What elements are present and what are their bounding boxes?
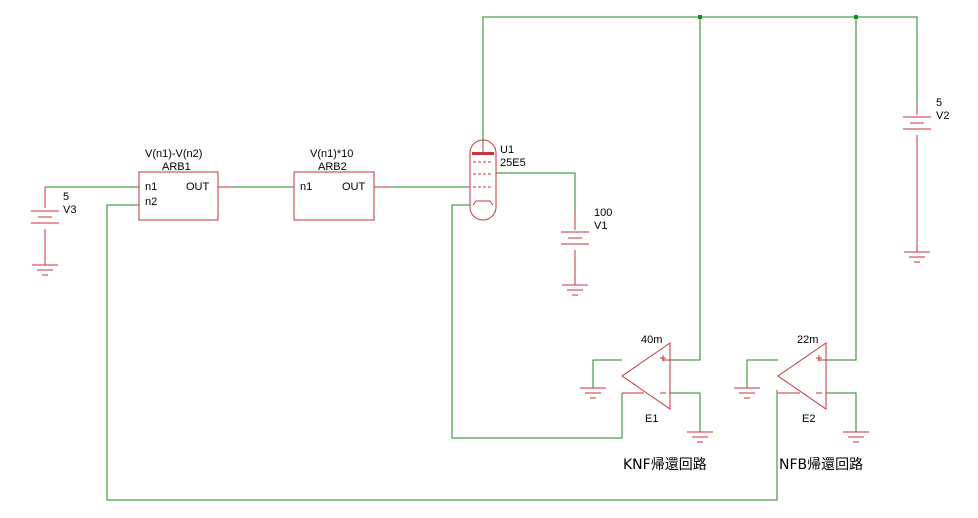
junction-dot: [854, 15, 858, 19]
arb2-expression: V(n1)*10: [310, 148, 353, 160]
wire-rail-to-e1: [670, 17, 701, 361]
e1-caption: KNF帰還回路: [623, 456, 707, 473]
e2-ref: E2: [802, 413, 815, 425]
arb1-block[interactable]: n1 n2 OUT V(n1)-V(n2) ARB1: [138, 148, 234, 221]
e1-ref: E1: [645, 413, 658, 425]
arb1-pin-out: OUT: [186, 181, 210, 193]
v3-ref: V3: [63, 204, 76, 216]
v2-ref: V2: [936, 110, 949, 122]
u1-ref: U1: [500, 144, 514, 156]
vcvs-e2[interactable]: 22m E2 NFB帰還回路: [734, 334, 869, 473]
u1-model: 25E5: [500, 157, 526, 169]
arb1-pin-n2: n2: [145, 196, 157, 208]
arb1-ref: ARB1: [162, 161, 191, 173]
wires: [45, 15, 918, 501]
wire-rail-to-e2: [826, 17, 857, 361]
e2-caption: NFB帰還回路: [779, 456, 863, 473]
arb1-pin-n1: n1: [145, 181, 157, 193]
arb2-pin-n1: n1: [300, 181, 312, 193]
v2-value: 5: [936, 97, 942, 109]
e1-gain: 40m: [641, 334, 662, 346]
wire-cathode-knf: [451, 204, 623, 439]
v3-value: 5: [63, 191, 69, 203]
wire-e1-out-gnd: [670, 392, 701, 432]
junction-dot: [698, 15, 702, 19]
vcvs-e1[interactable]: 40m E1 KNF帰還回路: [580, 334, 713, 473]
wire-e2-out-gnd: [826, 392, 857, 432]
voltage-source-v1[interactable]: 100 V1: [561, 207, 612, 296]
voltage-source-v2[interactable]: 5 V2: [903, 97, 949, 263]
wire-e2-neg-gnd: [746, 359, 778, 388]
arb1-expression: V(n1)-V(n2): [145, 148, 202, 160]
v1-value: 100: [594, 207, 612, 219]
wire-e1-neg-gnd: [592, 359, 622, 388]
arb2-ref: ARB2: [318, 161, 347, 173]
wire-plate-to-v1: [498, 172, 576, 210]
v1-ref: V1: [594, 220, 607, 232]
wire-feedback-nfb: [106, 204, 778, 501]
e2-gain: 22m: [797, 334, 818, 346]
arb2-pin-out: OUT: [342, 181, 366, 193]
voltage-source-v3[interactable]: 5 V3: [31, 187, 76, 276]
arb2-block[interactable]: n1 OUT V(n1)*10 ARB2: [293, 148, 390, 221]
vacuum-tube-u1[interactable]: U1 25E5: [465, 139, 526, 221]
